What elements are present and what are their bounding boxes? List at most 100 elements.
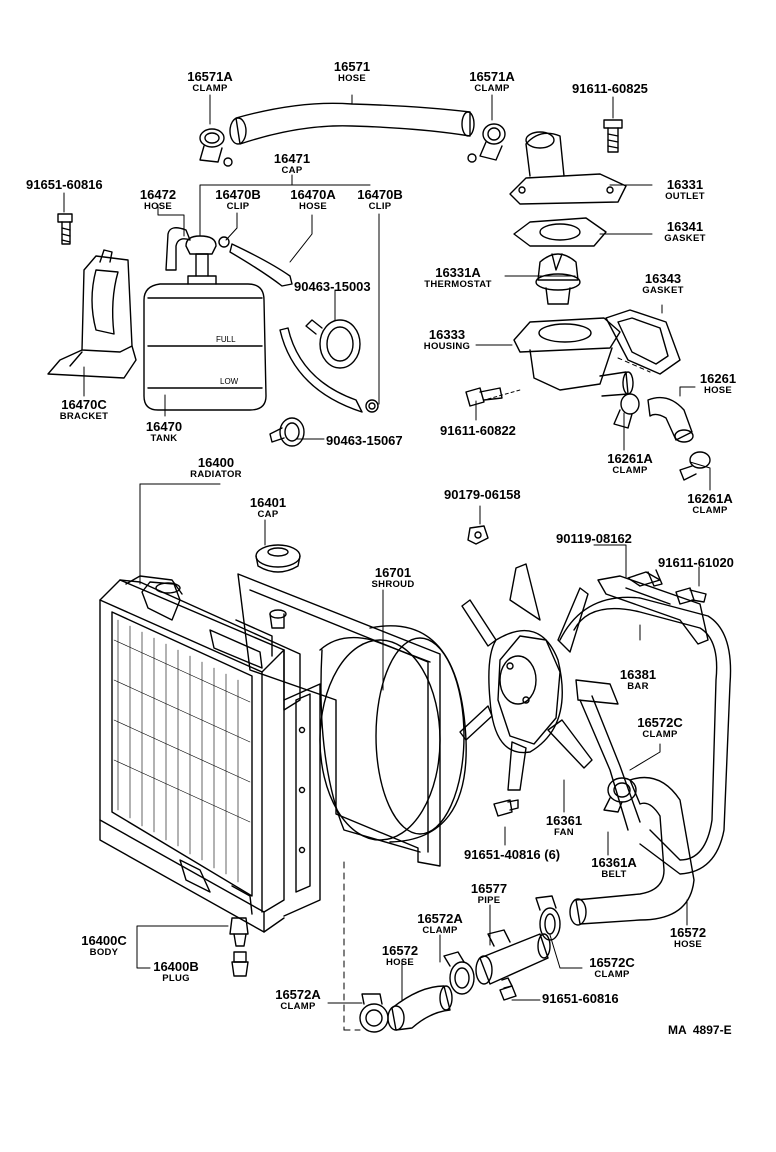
part-number: 16471 [273,151,311,166]
part-number: 16572C [637,715,683,730]
part-number: 16470 [145,419,183,434]
clip-16470B-lower [365,399,379,413]
clamp-16572A-lower [359,993,389,1033]
clamp-90463-15003 [305,319,361,369]
water-outlet-16331 [509,131,627,205]
clip-16470B-upper [218,236,230,248]
gasket-16341 [513,217,607,247]
part-number: 16261 [699,371,737,386]
part-number: 16571 [333,59,371,74]
clamp-16261A-lower [679,451,711,481]
callout-91651-60816-upper: 91651-60816 [26,177,103,192]
part-number: 16470B [215,187,261,202]
radiator-cap-16401 [255,544,301,573]
lower-hose-16572-left [387,985,453,1031]
callout-90179-06158: 90179-06158 [444,487,521,502]
bolt-91611-60822 [465,387,503,407]
clamp-16571A-right [467,123,506,163]
clamp-16572C-upper [603,777,637,813]
hose-16470A [229,243,363,413]
part-name: SHROUD [371,579,415,590]
part-name: PLUG [162,973,190,984]
part-name: OUTLET [665,191,705,202]
callout-91651-60816-lower: 91651-60816 [542,991,619,1006]
clamp-16572C-lower [535,895,561,941]
part-number: 16470B [357,187,403,202]
part-number: 16572 [669,925,707,940]
callout-91611-61020: 91611-61020 [658,555,734,570]
part-name: THERMOSTAT [424,279,492,290]
part-name: CLIP [368,201,392,212]
bolt-91611-60825 [603,119,623,153]
part-name: CLIP [226,201,250,212]
part-name: GASKET [664,233,706,244]
bolt-91651-40816 [493,799,519,817]
part-name: GASKET [642,285,684,296]
bolt-90119-08162 [627,569,663,587]
part-number: 16400 [197,455,235,470]
part-number: 16571A [187,69,233,84]
belt-16361A [559,596,732,875]
part-name: CLAMP [192,83,228,94]
callout-90463-15067: 90463-15067 [326,433,403,448]
tank-full-mark: FULL [216,335,236,344]
part-number: 16401 [249,495,287,510]
part-name: CLAMP [594,969,630,980]
part-number: 16572A [275,987,321,1002]
part-number: 16400C [81,933,127,948]
part-name: BODY [89,947,119,958]
tank-low-mark: LOW [220,377,239,386]
part-name: HOSE [337,73,367,84]
thermostat-16331A [535,253,581,305]
part-name: BELT [601,869,627,880]
part-name: CAP [257,509,279,520]
part-name: RADIATOR [190,469,242,480]
bracket-16470C [47,249,137,379]
part-name: BAR [627,681,649,692]
part-name: CLAMP [474,83,510,94]
lower-hose-16572-right [569,776,695,926]
callout-90463-15003: 90463-15003 [294,279,371,294]
drain-plug-16400B [231,951,249,977]
part-name: TANK [150,433,178,444]
part-name: HOSE [673,939,703,950]
adjusting-bar-16381 [597,575,709,645]
part-number: 16470C [61,397,107,412]
part-name: BRACKET [59,411,109,422]
nut-90179-06158 [467,525,489,545]
part-name: HOSE [143,201,173,212]
part-name: HOUSING [423,341,471,352]
pipe-16577 [475,929,551,985]
callout-91651-40816: 91651-40816 (6) [464,847,561,862]
part-number: 16572A [417,911,463,926]
bolt-91651-60816-lower [499,977,517,1001]
part-name: PIPE [477,895,501,906]
part-number: 16577 [470,881,508,896]
radiator-16400 [99,575,321,933]
callout-91611-60822: 91611-60822 [440,423,516,438]
part-number: 16472 [139,187,177,202]
